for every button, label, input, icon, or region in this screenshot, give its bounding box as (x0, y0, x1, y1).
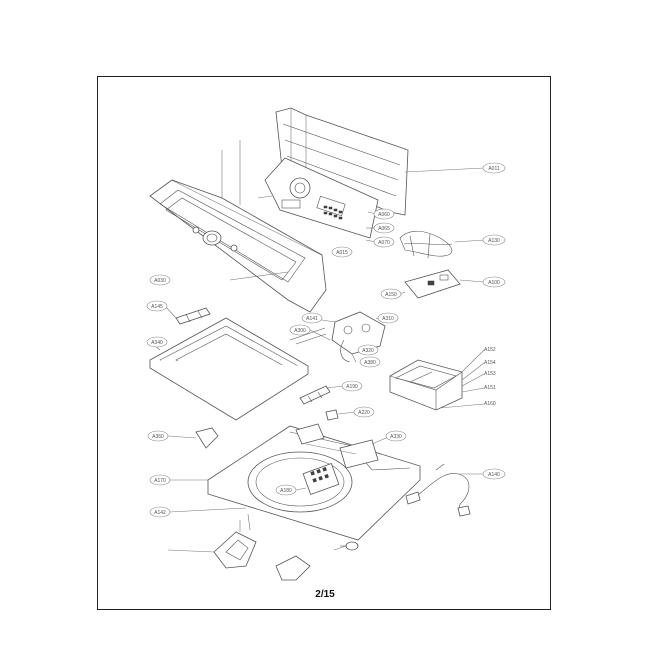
svg-text:A360: A360 (152, 434, 164, 440)
callout-a065: A065 (373, 222, 395, 234)
svg-text:A015: A015 (336, 250, 348, 256)
svg-text:A145: A145 (151, 304, 163, 310)
svg-text:A190: A190 (346, 384, 358, 390)
callout-a151: A151 (484, 385, 496, 391)
svg-text:A160: A160 (484, 401, 496, 407)
callout-bubbles: A011 A060 A065 A070 A015 A130 (146, 162, 506, 518)
callout-a153: A153 (484, 371, 496, 377)
detergent-dispenser-box (389, 359, 463, 411)
svg-text:A154: A154 (484, 360, 496, 366)
callout-a142: A142 (149, 506, 171, 518)
svg-text:A152: A152 (484, 347, 496, 353)
callout-a330: A330 (385, 430, 407, 442)
callout-a011: A011 (482, 162, 506, 174)
callout-a220: A220 (353, 406, 375, 418)
cap-parts (195, 409, 359, 551)
callout-a154: A154 (484, 360, 496, 366)
svg-text:A340: A340 (151, 340, 163, 346)
callout-a360: A360 (147, 430, 169, 442)
sub-pcb-board (404, 269, 461, 299)
bottom-bracket-parts (213, 513, 311, 581)
control-pcb-assembly (257, 157, 379, 239)
svg-text:A153: A153 (484, 371, 496, 377)
callout-a140: A140 (482, 468, 506, 480)
callout-a030: A030 (149, 274, 171, 286)
callout-a150: A150 (380, 288, 402, 300)
callout-a015: A015 (331, 246, 353, 258)
svg-text:A330: A330 (390, 434, 402, 440)
svg-text:A140: A140 (488, 472, 500, 478)
svg-text:A100: A100 (488, 280, 500, 286)
svg-text:A060: A060 (378, 212, 390, 218)
svg-text:A180: A180 (280, 488, 292, 494)
drawing-frame (97, 76, 551, 610)
callout-a340: A340 (146, 336, 168, 348)
svg-text:A142: A142 (154, 510, 166, 516)
callout-a100: A100 (482, 276, 506, 288)
callout-a170: A170 (149, 474, 171, 486)
callout-a160: A160 (484, 401, 496, 407)
callout-a180: A180 (275, 484, 297, 496)
callout-a380: A380 (359, 356, 381, 368)
svg-text:A151: A151 (484, 385, 496, 391)
page-number: 2/15 (315, 589, 335, 600)
svg-text:A300: A300 (294, 328, 306, 334)
svg-text:A011: A011 (488, 166, 500, 172)
top-lid (149, 317, 309, 421)
svg-text:A065: A065 (378, 226, 390, 232)
hinge-clip-left (175, 307, 211, 325)
hinge-clip-right (299, 385, 331, 405)
power-cord (405, 463, 471, 517)
callout-a152: A152 (484, 347, 496, 353)
callout-a070: A070 (373, 236, 395, 248)
callout-a190: A190 (341, 380, 363, 392)
svg-text:A130: A130 (488, 238, 500, 244)
svg-text:A320: A320 (362, 348, 374, 354)
svg-text:A070: A070 (378, 240, 390, 246)
svg-text:A150: A150 (385, 292, 397, 298)
svg-text:A170: A170 (154, 478, 166, 484)
top-cover-cabinet (207, 423, 421, 541)
control-panel-fascia (149, 140, 327, 313)
callout-a141: A141 (301, 312, 323, 324)
svg-text:A310: A310 (382, 316, 394, 322)
callout-a320: A320 (357, 344, 379, 356)
callout-a310: A310 (377, 312, 399, 324)
svg-text:A380: A380 (364, 360, 376, 366)
svg-text:A220: A220 (358, 410, 370, 416)
callout-a300: A300 (289, 324, 311, 336)
callout-a145: A145 (146, 300, 168, 312)
callout-a060: A060 (373, 208, 395, 220)
svg-text:A030: A030 (154, 278, 166, 284)
wire-harness (399, 230, 453, 259)
leader-lines (149, 167, 485, 553)
svg-text:A141: A141 (306, 316, 318, 322)
callout-a130: A130 (482, 234, 506, 246)
